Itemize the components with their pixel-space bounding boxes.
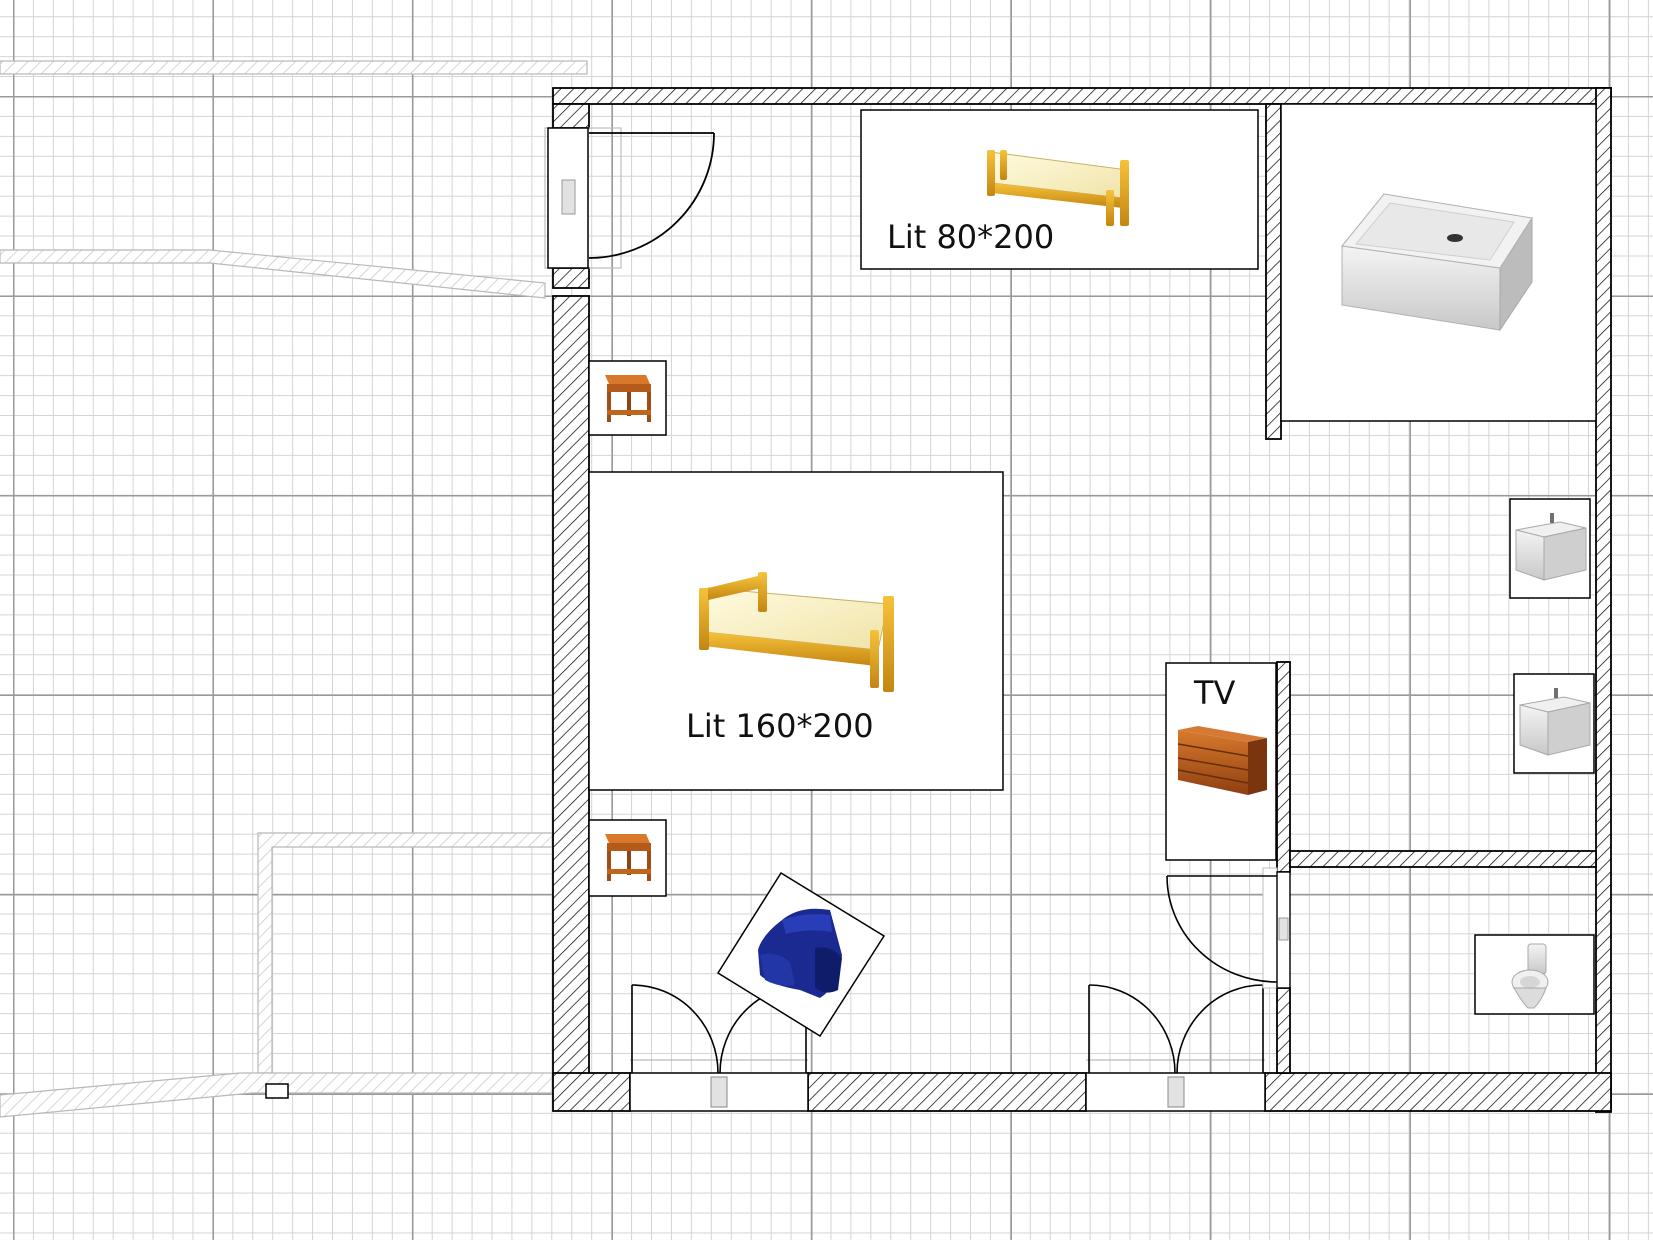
- column-marker[interactable]: [265, 1083, 289, 1099]
- armchair-icon: [758, 908, 842, 998]
- shower-tray[interactable]: [1280, 103, 1597, 422]
- double-door-bottom-right[interactable]: [1085, 984, 1266, 1112]
- nightstand-top[interactable]: [588, 360, 667, 436]
- ghost-walls: [0, 60, 588, 1118]
- single-bed[interactable]: [860, 109, 1259, 270]
- walls[interactable]: [552, 87, 1612, 1113]
- washbasin-cabinet-1[interactable]: [1509, 498, 1591, 599]
- tv-label: TV: [1194, 674, 1236, 712]
- washbasin-cabinet-2[interactable]: [1513, 673, 1595, 774]
- toilet-icon: [1511, 943, 1549, 1009]
- washbasin-cabinet-icon: [1515, 513, 1587, 581]
- nightstand-bottom[interactable]: [588, 819, 667, 897]
- window-left[interactable]: [544, 127, 622, 269]
- shower-tray-icon: [1341, 193, 1533, 332]
- armchair[interactable]: [716, 871, 886, 1038]
- dresser-icon: [1177, 726, 1267, 795]
- double-bed[interactable]: [588, 471, 1004, 791]
- single-bed-label: Lit 80*200: [887, 218, 1055, 256]
- nightstand-icon: [605, 834, 651, 881]
- door-left-entrance[interactable]: [588, 132, 715, 259]
- tv-dresser[interactable]: [1165, 662, 1277, 861]
- toilet[interactable]: [1474, 934, 1595, 1015]
- washbasin-cabinet-icon: [1519, 688, 1591, 756]
- double-bed-label: Lit 160*200: [686, 707, 874, 745]
- door-bathroom[interactable]: [1166, 867, 1291, 989]
- double-door-bottom-left[interactable]: [629, 984, 809, 1112]
- double-bed-icon: [699, 572, 894, 692]
- nightstand-icon: [605, 375, 651, 422]
- single-bed-icon: [987, 150, 1129, 226]
